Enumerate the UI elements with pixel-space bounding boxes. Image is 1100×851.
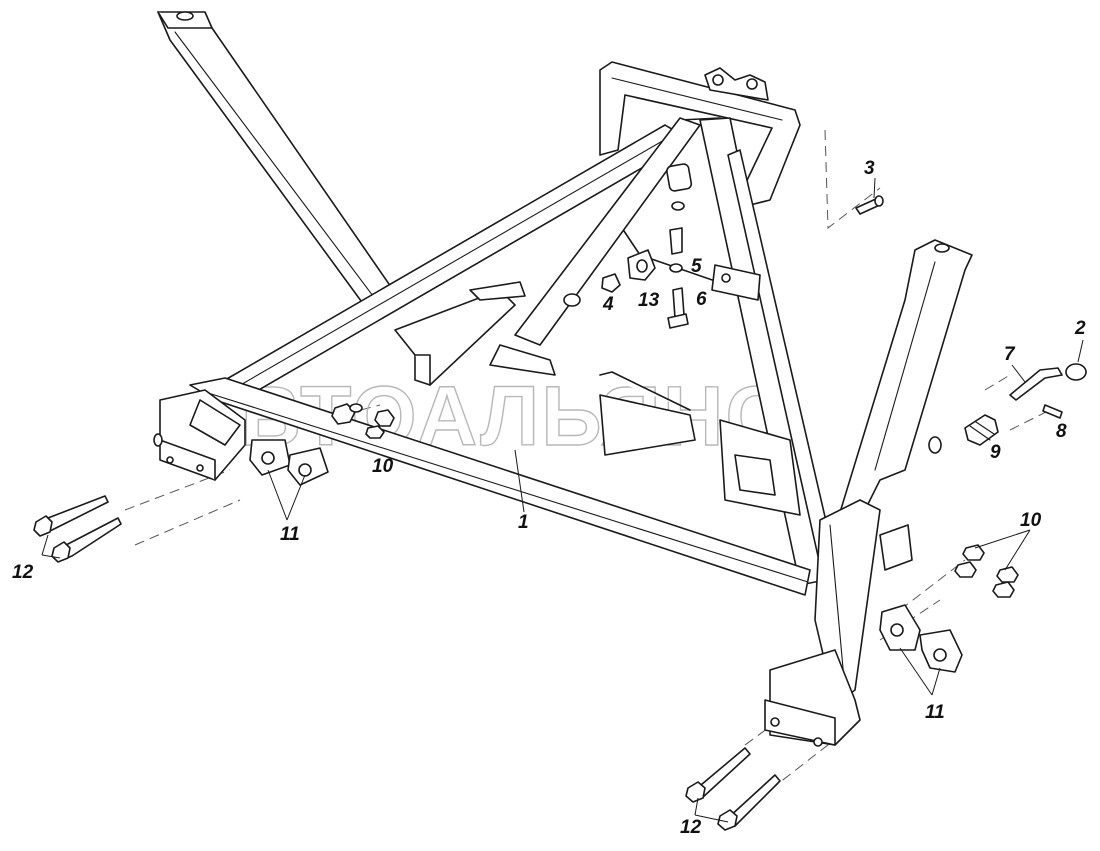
- callout-11-left: 11: [280, 524, 300, 545]
- callout-11-right: 11: [925, 702, 945, 723]
- callout-10-left: 10: [372, 456, 394, 477]
- main-cross-member: [189, 371, 811, 596]
- inner-strut: [394, 281, 526, 386]
- callout-labels: 1 2 3 4 5 6 7 8 9 10 10 11 11 12 12 13: [12, 158, 1086, 838]
- callout-12-left: 12: [12, 562, 34, 583]
- central-triangle-plate: [489, 117, 836, 586]
- callout-1: 1: [518, 512, 529, 533]
- clamp-11-left-group: [249, 439, 329, 486]
- callout-10-right: 10: [1020, 510, 1042, 531]
- callout-5: 5: [691, 256, 702, 277]
- nut-10-left-group: [331, 403, 395, 439]
- bolt-12-left-group: [33, 495, 122, 563]
- right-rear-strut: [819, 239, 973, 571]
- callout-9: 9: [990, 442, 1001, 463]
- front-right-leg: [764, 499, 881, 747]
- callout-4: 4: [602, 294, 614, 315]
- callout-3: 3: [864, 158, 875, 179]
- callout-6: 6: [696, 289, 707, 310]
- plug-8: [1042, 404, 1063, 419]
- bellows-9: [964, 414, 999, 446]
- bolt-12-right-group: [685, 747, 781, 831]
- clamp-11-right-group: [879, 604, 963, 673]
- nut-10-right-group: [954, 544, 1019, 598]
- central-fastener-parts: [601, 201, 689, 329]
- callout-12-right: 12: [680, 817, 702, 838]
- cap-2: [1065, 363, 1087, 381]
- left-rear-strut: [157, 11, 401, 321]
- hose-7: [1009, 367, 1063, 401]
- leader-lines: [41, 177, 1084, 823]
- callout-7: 7: [1004, 344, 1016, 365]
- left-foot-bracket: [153, 389, 246, 481]
- callout-8: 8: [1056, 421, 1067, 442]
- callout-2: 2: [1074, 318, 1086, 339]
- pin-3: [855, 195, 884, 215]
- callout-13: 13: [638, 290, 660, 311]
